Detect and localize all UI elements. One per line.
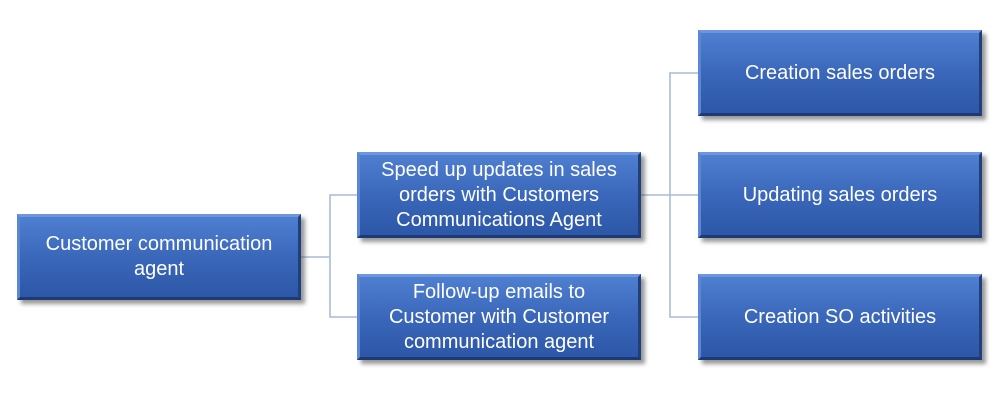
node-follow-up-emails: Follow-up emails to Customer with Custom… [357, 274, 641, 360]
node-speed-up-updates: Speed up updates in sales orders with Cu… [357, 152, 641, 238]
node-updating-sales-orders: Updating sales orders [698, 152, 982, 238]
connector-root-to-children [301, 194, 357, 318]
node-label: Speed up updates in sales orders with Cu… [381, 158, 617, 231]
connector-speed-to-children [641, 72, 698, 318]
node-label: Creation sales orders [744, 61, 936, 84]
node-creation-sales-orders: Creation sales orders [698, 30, 982, 116]
node-customer-communication-agent: Customer communication agent [17, 214, 301, 300]
node-label: Updating sales orders [742, 183, 938, 206]
node-creation-so-activities: Creation SO activities [698, 274, 982, 360]
node-label: Creation SO activities [743, 305, 937, 328]
node-label: Customer communication agent [45, 233, 273, 280]
node-label: Follow-up emails to Customer with Custom… [388, 280, 610, 353]
